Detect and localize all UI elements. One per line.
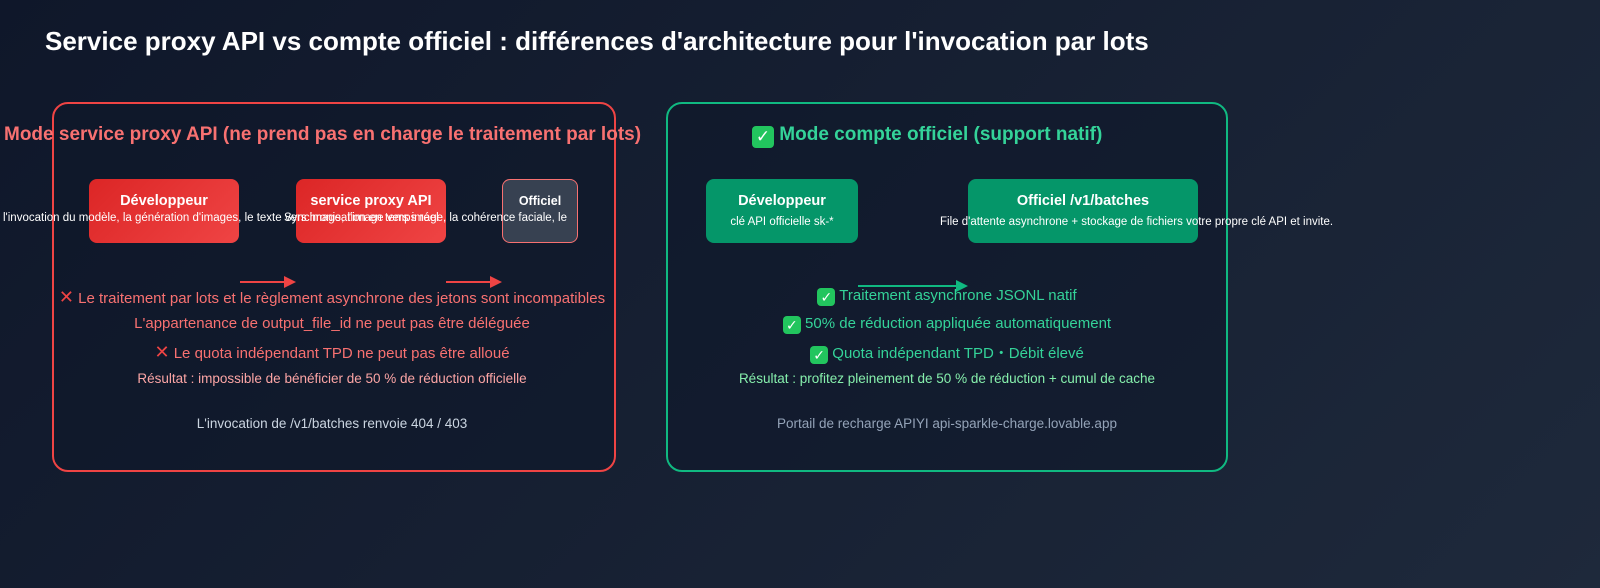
- proxy-service-label: service proxy API: [310, 193, 432, 209]
- official-footer: Portail de recharge APIYI api-sparkle-ch…: [777, 416, 1117, 431]
- proxy-mode-heading: Mode service proxy API (ne prend pas en …: [4, 124, 668, 146]
- proxy-issue-2: L'appartenance de output_file_id ne peut…: [0, 315, 664, 332]
- proxy-result: Résultat : impossible de bénéficier de 5…: [137, 371, 527, 386]
- official-batches-sublabel: File d'attente asynchrone + stockage de …: [940, 216, 1334, 228]
- proxy-arrow-2: [446, 276, 502, 288]
- official-benefit-2: ✓ 50% de réduction appliquée automatique…: [666, 315, 1228, 334]
- proxy-developer-sublabel: l'invocation du modèle, la génération d'…: [3, 212, 567, 224]
- proxy-official-node: Officiel: [502, 179, 578, 243]
- official-benefit-3: ✓ Quota indépendant TPD・Débit élevé: [666, 342, 1228, 364]
- diagram-title: Service proxy API vs compte officiel : d…: [45, 26, 1149, 56]
- official-batches-label: Officiel /v1/batches: [1016, 193, 1150, 209]
- official-developer-node: Développeur clé API officielle sk-*: [706, 179, 858, 243]
- official-batches-node: Officiel /v1/batches: [968, 179, 1198, 243]
- official-mode-heading-text: Mode compte officiel (support natif): [779, 124, 1103, 145]
- official-benefit-3-text: Quota indépendant TPD・Débit élevé: [832, 345, 1084, 362]
- official-benefit-1-text: Traitement asynchrone JSONL natif: [839, 287, 1077, 304]
- check-mark-icon: ✓: [752, 126, 774, 148]
- official-mode-heading: ✓ Mode compte officiel (support natif): [752, 124, 1102, 148]
- official-mode-panel: [666, 102, 1228, 472]
- proxy-service-sublabel: Synchronisation en temps réel: [284, 212, 439, 224]
- proxy-issue-1-text: Le traitement par lots et le règlement a…: [78, 290, 606, 307]
- check-mark-icon: ✓: [810, 346, 829, 364]
- official-developer-sublabel: clé API officielle sk-*: [730, 216, 834, 228]
- check-mark-icon: ✓: [782, 316, 801, 334]
- proxy-developer-label: Développeur: [120, 193, 208, 209]
- proxy-issue-3: ✕ Le quota indépendant TPD ne peut pas ê…: [0, 342, 664, 363]
- official-developer-label: Développeur: [738, 193, 826, 209]
- cross-mark-icon: ✕: [154, 342, 170, 362]
- official-result: Résultat : profitez pleinement de 50 % d…: [738, 371, 1156, 386]
- proxy-mode-panel: [52, 102, 616, 472]
- proxy-issue-1: ✕ Le traitement par lots et le règlement…: [0, 287, 664, 308]
- proxy-developer-node: Développeur: [89, 179, 239, 243]
- check-mark-icon: ✓: [817, 288, 836, 306]
- official-benefit-2-text: 50% de réduction appliquée automatiqueme…: [805, 315, 1112, 332]
- proxy-issue-3-text: Le quota indépendant TPD ne peut pas êtr…: [173, 345, 510, 362]
- cross-mark-icon: ✕: [58, 287, 74, 307]
- proxy-service-node: service proxy API: [296, 179, 446, 243]
- proxy-issue-2-text: L'appartenance de output_file_id ne peut…: [134, 315, 530, 332]
- proxy-footer: L'invocation de /v1/batches renvoie 404 …: [196, 416, 468, 431]
- official-benefit-1: ✓ Traitement asynchrone JSONL natif: [666, 287, 1228, 306]
- proxy-official-label: Officiel: [518, 194, 562, 208]
- proxy-arrow-1: [240, 276, 296, 288]
- proxy-mode-heading-text: Mode service proxy API (ne prend pas en …: [4, 124, 642, 145]
- official-arrow: [858, 280, 968, 292]
